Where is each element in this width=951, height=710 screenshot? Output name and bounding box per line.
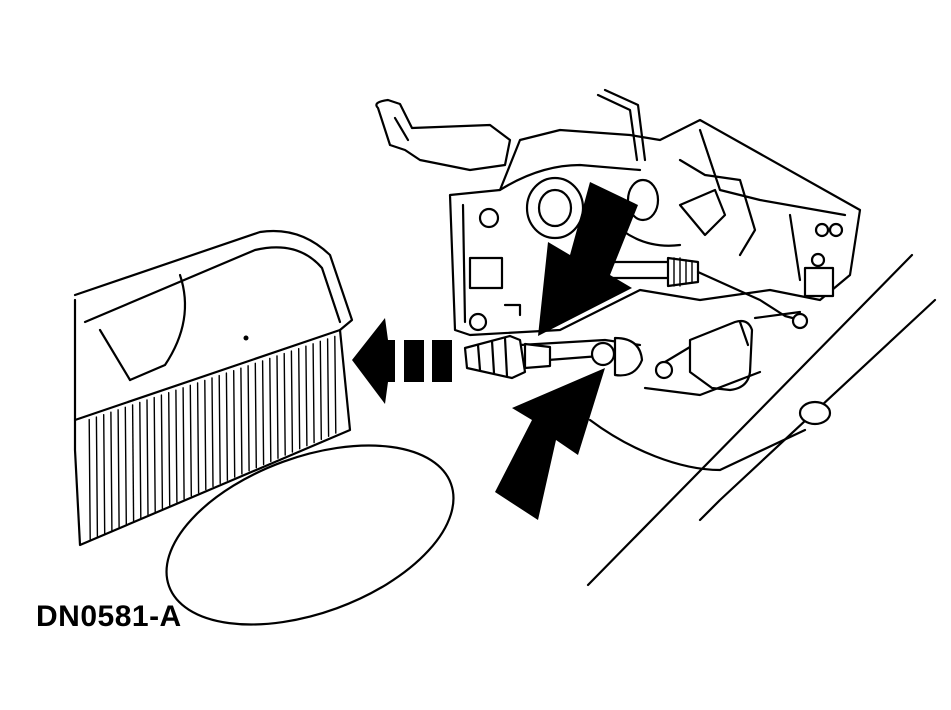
radiator-fin <box>254 362 257 469</box>
removal-arrow-dash <box>404 340 424 382</box>
radiator-fin <box>146 399 149 516</box>
radiator-fin <box>225 372 229 481</box>
radiator-fin <box>326 338 330 437</box>
direction-arrows <box>352 182 638 520</box>
panel-opening <box>165 444 455 626</box>
radiator-fin <box>88 418 91 541</box>
radiator-fin <box>139 401 142 519</box>
pointer-arrow-top <box>538 182 638 336</box>
radiator-fin <box>110 411 113 532</box>
radiator-fin <box>189 384 193 497</box>
radiator-fin <box>283 352 286 456</box>
radiator-fin <box>247 365 250 472</box>
radiator-support-panel <box>165 253 937 626</box>
radiator-fin <box>175 389 178 503</box>
radiator-fin <box>153 396 156 513</box>
removal-arrow-dash <box>432 340 452 382</box>
radiator-fin <box>117 409 120 528</box>
retainer-clip <box>463 334 552 380</box>
clip-pivot <box>590 341 616 367</box>
radiator-fin <box>95 416 99 538</box>
radiator-fin <box>261 360 265 466</box>
radiator-fin <box>305 345 308 447</box>
radiator-fin <box>240 367 243 475</box>
radiator-fin <box>204 379 207 491</box>
radiator-fin <box>211 377 214 488</box>
radiator-fin <box>182 387 185 500</box>
radiator-fin <box>290 350 294 453</box>
radiator-fin <box>232 370 236 478</box>
radiator-fin <box>218 374 221 485</box>
radiator-fin <box>269 357 272 463</box>
plate-slot <box>803 266 835 298</box>
radiator-fin <box>196 382 200 494</box>
radiator-fin <box>102 414 106 535</box>
plate-slot <box>468 256 504 290</box>
radiator-fin <box>131 404 135 522</box>
radiator-fin <box>334 335 337 434</box>
radiator-fin <box>167 392 171 506</box>
figure-id-label: DN0581-A <box>36 600 182 633</box>
radiator-fin <box>276 355 279 459</box>
mounting-hole <box>798 400 832 426</box>
radiator-fin <box>160 394 164 510</box>
radiator-fin <box>319 340 322 441</box>
radiator-fin <box>312 343 315 444</box>
radiator-fin <box>298 348 301 450</box>
radiator-core <box>73 229 354 547</box>
radiator-fin <box>124 406 128 525</box>
removal-arrow-head <box>352 318 395 404</box>
pointer-arrow-bottom <box>495 368 605 520</box>
